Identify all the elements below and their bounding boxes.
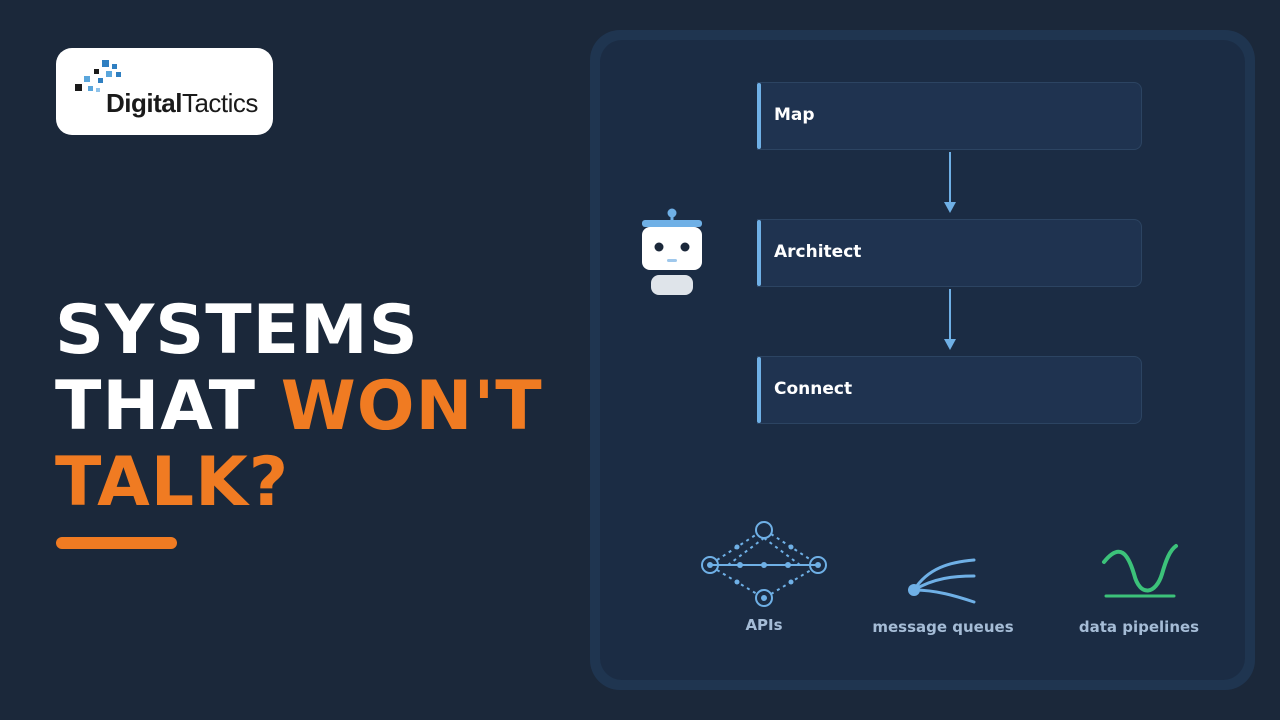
headline-word-that: THAT xyxy=(55,367,257,446)
digital-tactics-logo-icon xyxy=(75,60,121,92)
logo-word-tactics: Tactics xyxy=(181,88,258,118)
step-label: Connect xyxy=(774,379,853,399)
headline-line-2: THAT WON'T xyxy=(55,369,543,445)
logo-wordmark: DigitalTactics xyxy=(106,88,258,119)
robot-icon xyxy=(642,208,702,295)
logo-word-digital: Digital xyxy=(106,88,182,118)
caption-data-pipelines: data pipelines xyxy=(1078,618,1200,636)
headline-line-1: SYSTEMS xyxy=(55,291,419,370)
caption-message-queues: message queues xyxy=(872,618,1014,636)
headline-line-3: TALK? xyxy=(55,443,290,522)
step-architect: Architect xyxy=(757,219,1142,287)
logo-card: DigitalTactics xyxy=(56,48,273,135)
caption-apis: APIs xyxy=(745,616,783,634)
arrow-down-icon xyxy=(944,289,956,350)
headline-word-wont: WON'T xyxy=(280,367,543,446)
wave-pipeline-icon xyxy=(1102,544,1178,598)
step-map: Map xyxy=(757,82,1142,150)
queue-lines-icon xyxy=(908,558,976,604)
step-connect: Connect xyxy=(757,356,1142,424)
headline: SYSTEMS THAT WON'T TALK? xyxy=(55,293,543,521)
headline-underline xyxy=(56,537,177,549)
step-label: Architect xyxy=(774,242,862,262)
arrow-down-icon xyxy=(944,152,956,213)
network-graph-icon xyxy=(701,521,827,607)
step-label: Map xyxy=(774,105,815,125)
